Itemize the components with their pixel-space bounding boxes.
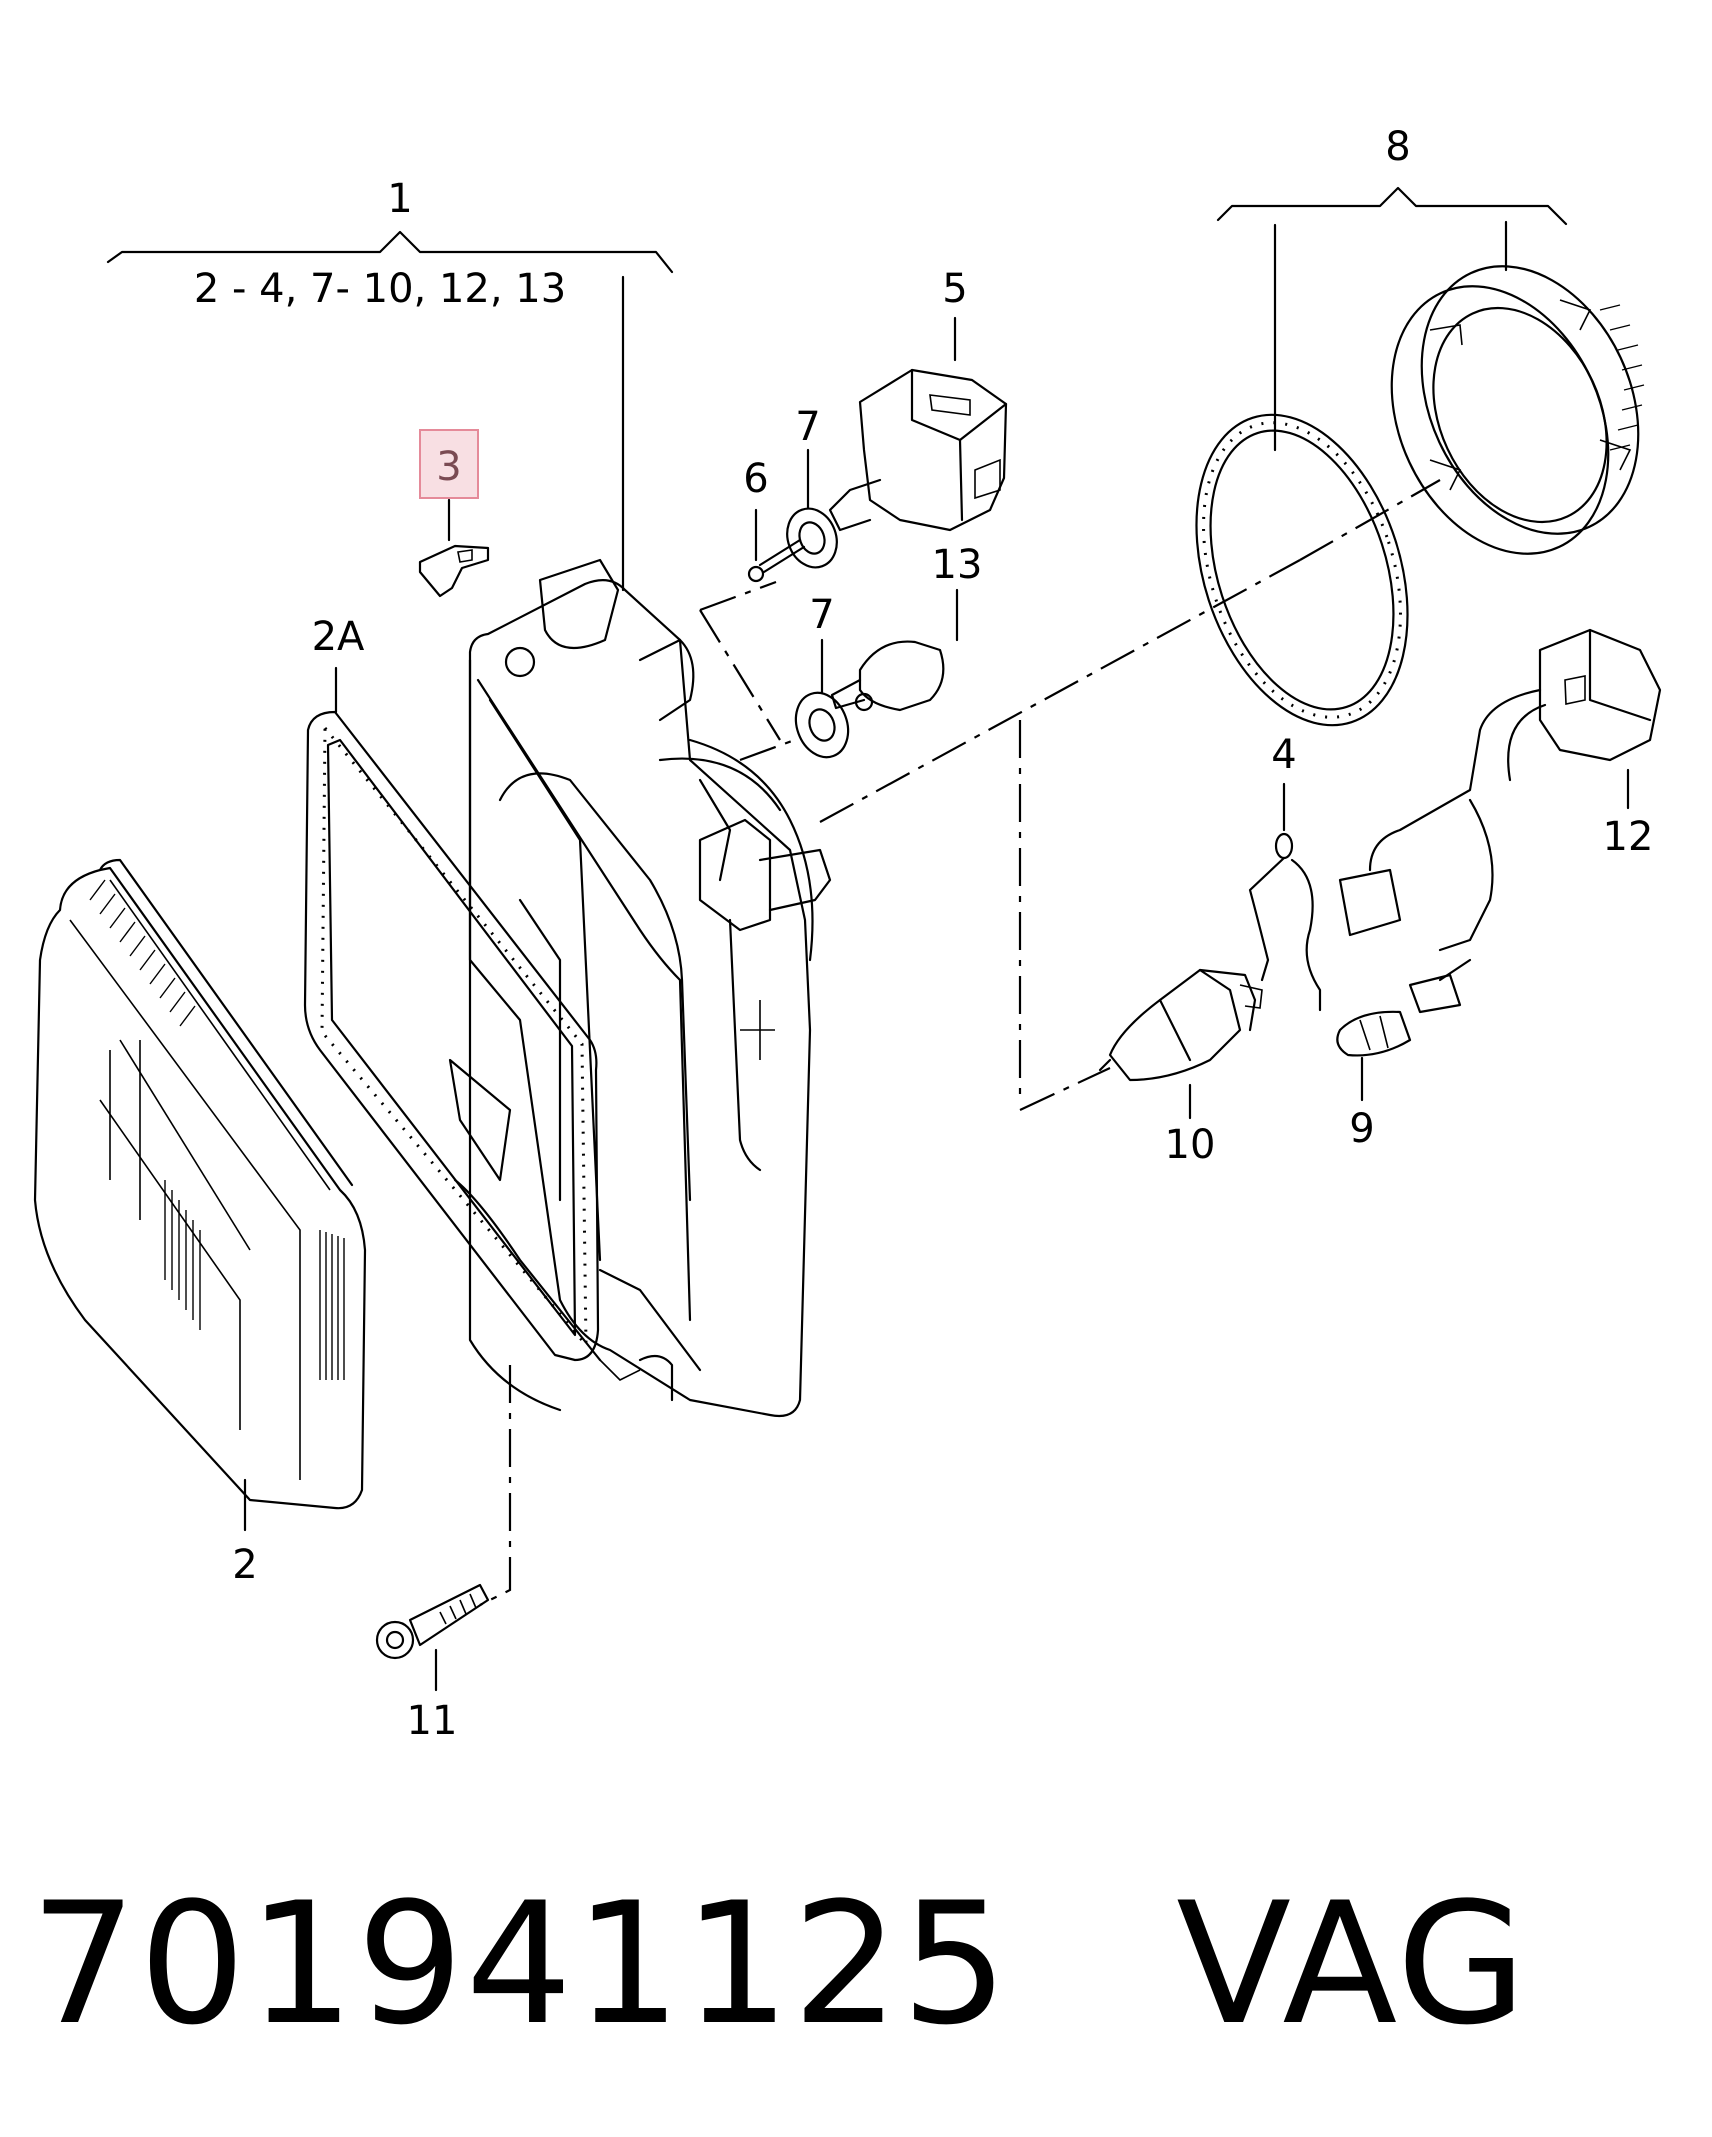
callout-3: 3 — [436, 444, 461, 490]
callout-8: 8 — [1385, 124, 1410, 170]
part-4-wire: 4 — [1248, 732, 1322, 1012]
callout-2: 2 — [232, 1542, 257, 1588]
callout-2a: 2A — [312, 614, 365, 660]
callout-11: 11 — [407, 1698, 458, 1744]
part-3-clip: 3 — [418, 429, 490, 598]
part-8-seal-ring — [1195, 413, 1409, 727]
part-2a-gasket: 2A — [303, 614, 600, 1362]
part-10-bulb: 10 — [1098, 968, 1263, 1168]
callout-9: 9 — [1349, 1106, 1374, 1152]
brand-name: VAG — [1176, 1866, 1529, 2062]
part-number-footer: 701941125 VAG — [30, 1880, 1529, 2048]
callout-10: 10 — [1165, 1122, 1216, 1168]
part-9-bulb: 9 — [1336, 1010, 1412, 1152]
part-13-bulb: 13 — [830, 542, 983, 712]
part-6-screw: 6 — [743, 456, 806, 583]
callout-12: 12 — [1603, 814, 1654, 860]
callout-4: 4 — [1271, 732, 1296, 778]
part-12-harness: 12 — [1338, 628, 1662, 1014]
callout-7b: 7 — [809, 592, 834, 638]
part-8-retaining-ring — [1390, 265, 1645, 555]
callout-6: 6 — [743, 456, 768, 502]
callout-1-range: 2 - 4, 7- 10, 12, 13 — [194, 266, 566, 312]
part-5-adjuster: 5 — [828, 266, 1008, 532]
part-number: 701941125 — [30, 1866, 1010, 2062]
group-bracket-8: 8 — [1216, 124, 1568, 452]
highlight-box — [419, 429, 479, 499]
callout-13: 13 — [932, 542, 983, 588]
part-7-holder-upper: 7 — [786, 404, 838, 569]
group-bracket-1: 1 2 - 4, 7- 10, 12, 13 — [106, 176, 674, 592]
callout-5: 5 — [942, 266, 967, 312]
headlight-housing — [448, 558, 832, 1418]
part-2-lens: 2 — [33, 858, 367, 1588]
part-7-holder-lower: 7 — [794, 592, 850, 759]
callout-1: 1 — [387, 176, 412, 222]
callout-7a: 7 — [795, 404, 820, 450]
assembly-lines — [479, 479, 1441, 1606]
part-11-bolt: 11 — [375, 1583, 490, 1744]
